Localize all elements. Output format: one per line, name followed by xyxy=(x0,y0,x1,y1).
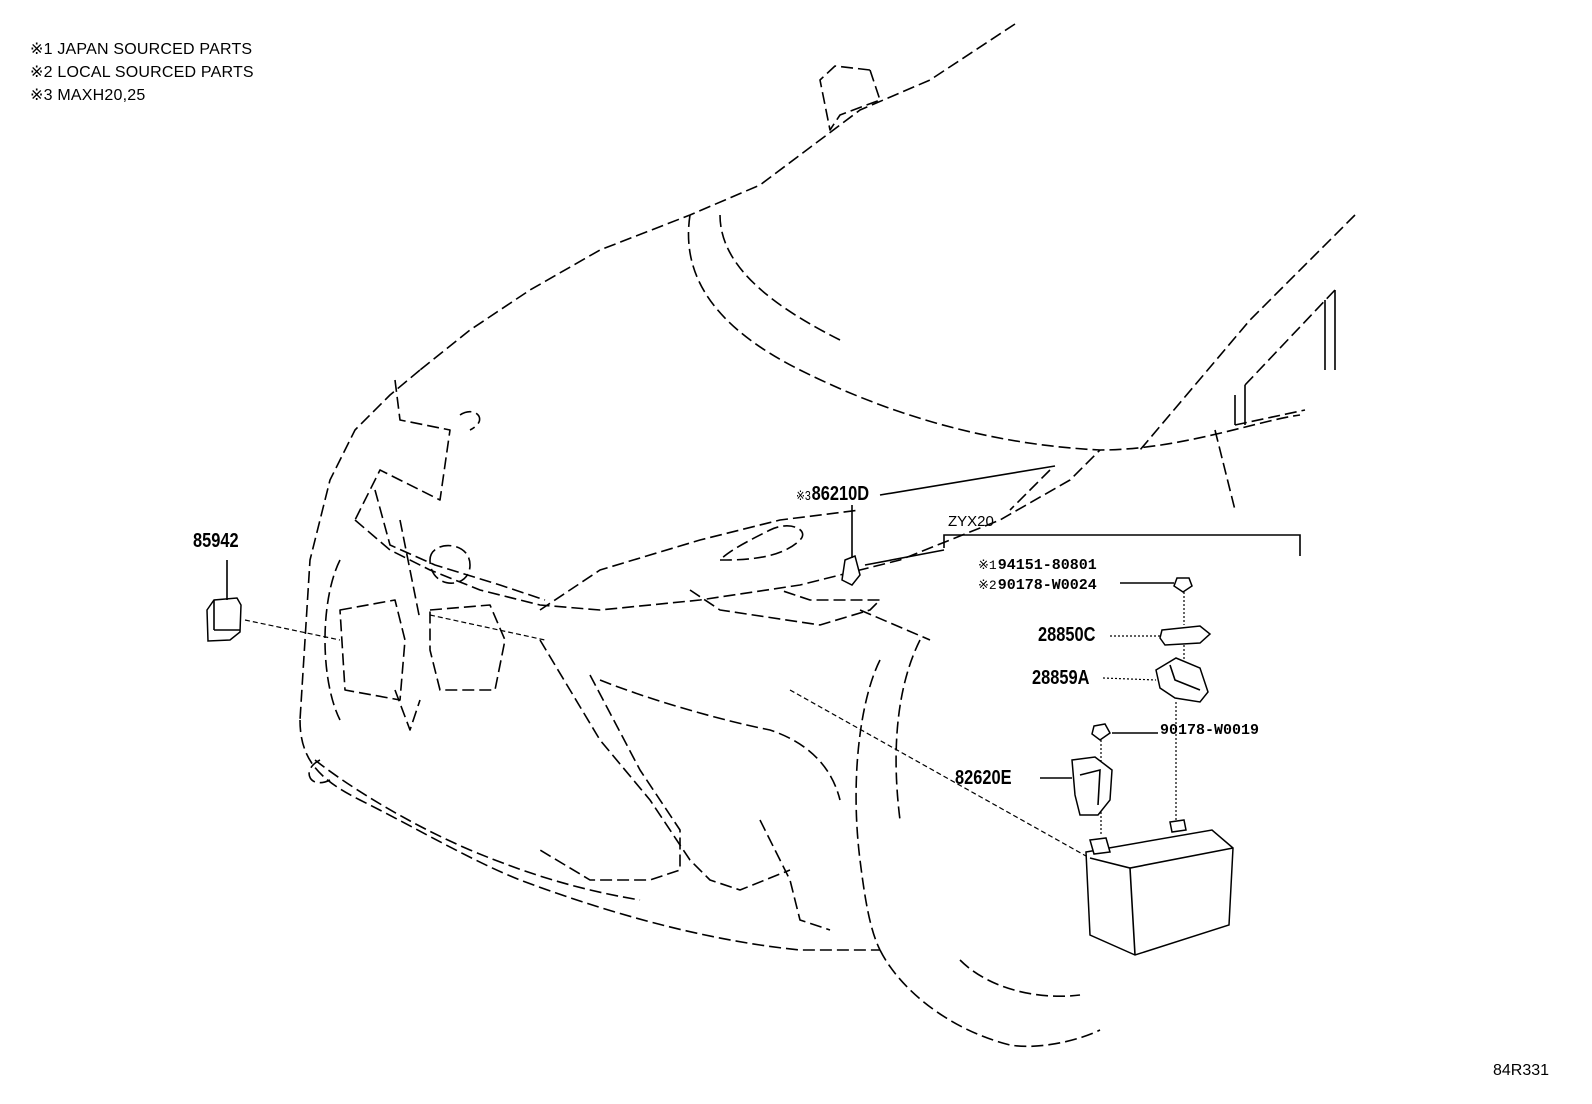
label-28859a: 28859A xyxy=(1032,667,1090,689)
label-85942: 85942 xyxy=(193,530,239,552)
note-maxh: ※3 MAXH20,25 xyxy=(30,87,146,104)
label-94151-80801: ※194151-80801 xyxy=(978,557,1097,574)
label-90178-w0024: ※290178-W0024 xyxy=(978,577,1097,594)
diagram-code: 84R331 xyxy=(1493,1062,1550,1079)
label-94151-number: 94151-80801 xyxy=(997,557,1097,574)
note-local-sourced: ※2 LOCAL SOURCED PARTS xyxy=(30,64,254,81)
label-90178-w0024-number: 90178-W0024 xyxy=(997,577,1097,594)
ref-mark: ※3 xyxy=(796,488,811,503)
label-86210d: ※386210D xyxy=(796,483,869,506)
note-japan-sourced: ※1 JAPAN SOURCED PARTS xyxy=(30,41,253,58)
label-90178-w0019: 90178-W0019 xyxy=(1160,722,1260,739)
group-label-zyx20: ZYX20 xyxy=(948,513,994,530)
label-86210d-number: 86210D xyxy=(811,483,870,505)
label-82620e: 82620E xyxy=(955,767,1012,789)
ref-mark: ※1 xyxy=(978,558,997,573)
label-28850c: 28850C xyxy=(1038,624,1096,646)
ref-mark: ※2 xyxy=(978,578,997,593)
